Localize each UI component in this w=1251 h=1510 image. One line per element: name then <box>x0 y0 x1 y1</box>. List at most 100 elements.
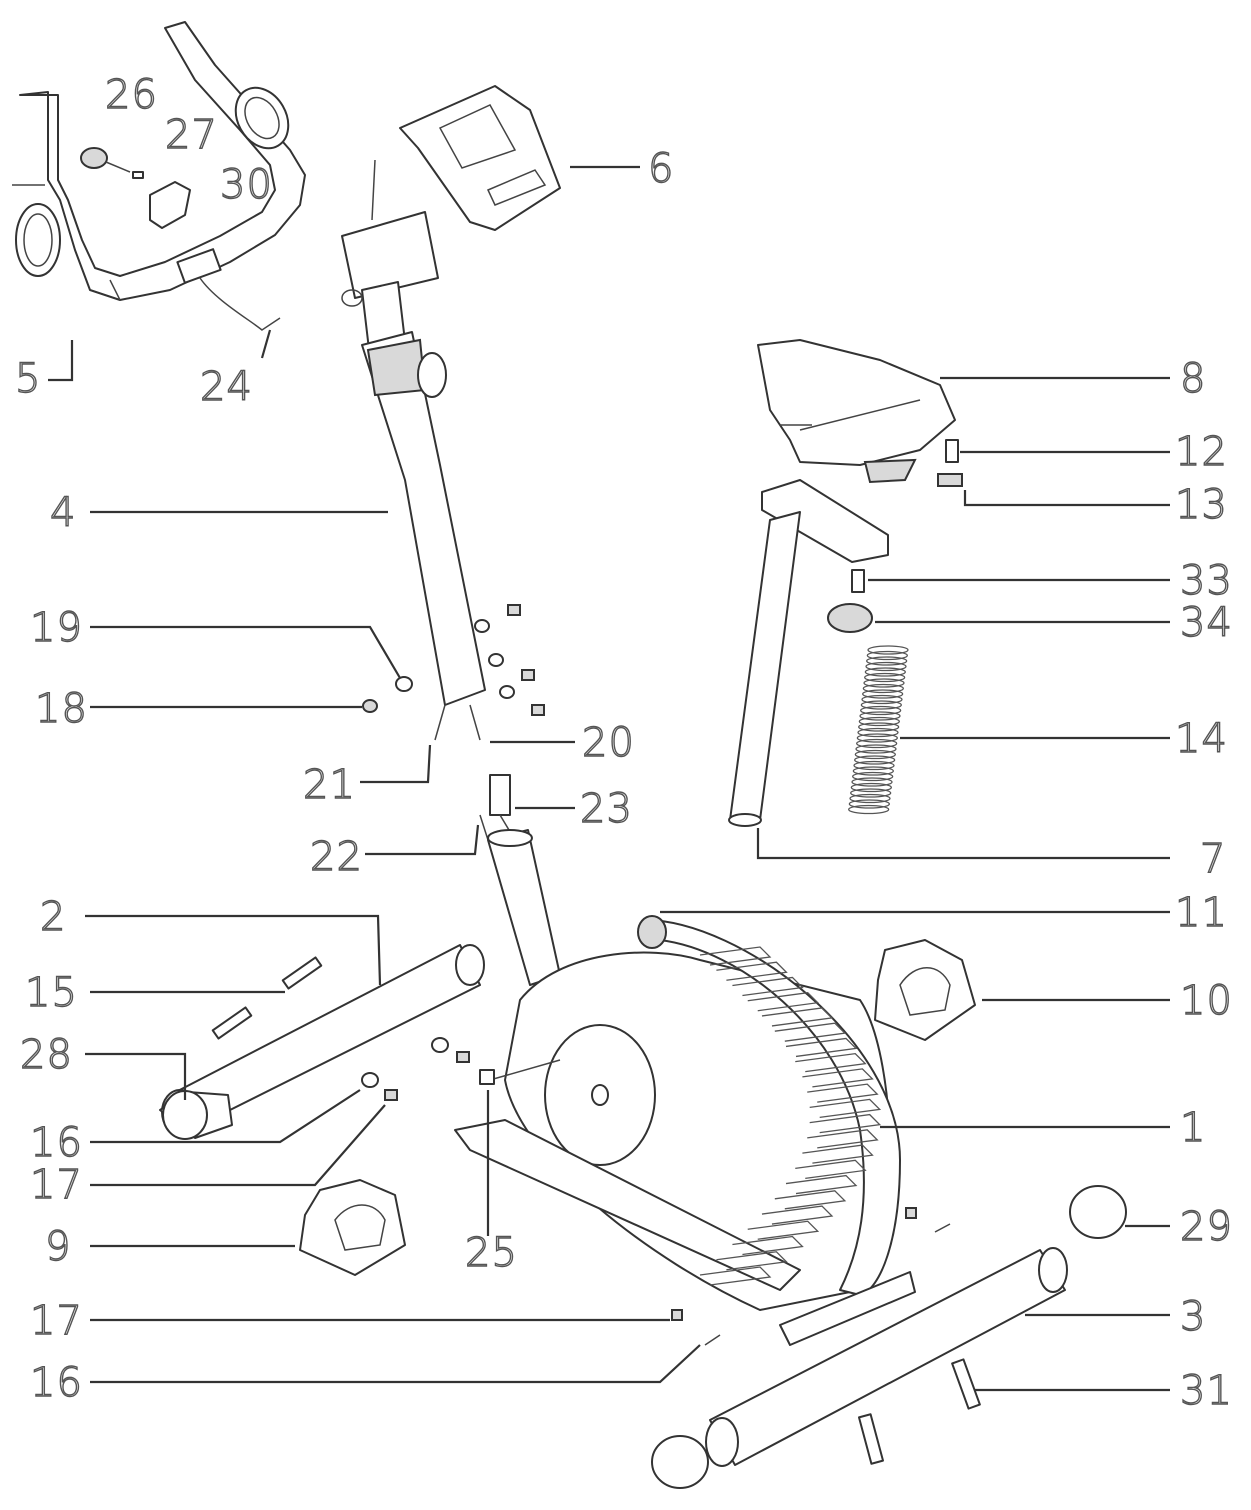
spring-coil <box>850 788 892 798</box>
label-16-lower: 16 <box>30 1360 83 1406</box>
label-13: 13 <box>1175 482 1228 528</box>
louvre-slat <box>809 1098 882 1119</box>
spring-coil <box>863 678 905 688</box>
louvre-slat <box>699 946 772 966</box>
label-2: 2 <box>40 894 66 940</box>
pulse-wire <box>199 277 281 331</box>
spring-coil <box>852 771 894 782</box>
label-17: 17 <box>30 1162 83 1208</box>
handlebar-part <box>12 21 306 301</box>
louvre-slat <box>785 1037 858 1058</box>
part-labels: 26 27 30 6 5 24 8 12 13 4 33 34 19 18 20… <box>14 71 1233 1414</box>
spring-coil <box>854 749 896 760</box>
label-12: 12 <box>1175 429 1228 475</box>
label-15: 15 <box>25 970 78 1016</box>
label-18: 18 <box>35 686 88 732</box>
leader-lines <box>48 165 1170 1392</box>
spring-coil <box>867 645 909 655</box>
spring-coil <box>856 733 898 743</box>
spring-coil <box>860 700 902 710</box>
label-29: 29 <box>1180 1204 1233 1250</box>
label-30: 30 <box>220 162 273 208</box>
spring-coil <box>848 804 890 815</box>
seat-nut <box>937 473 963 487</box>
pedal-left-part <box>299 1179 406 1276</box>
label-26: 26 <box>105 72 158 118</box>
knob-part <box>80 147 191 229</box>
spring-coil <box>855 744 897 754</box>
label-24: 24 <box>200 364 253 410</box>
louvre-slat <box>761 1007 834 1027</box>
cover-louvres <box>699 946 882 1286</box>
label-31: 31 <box>1180 1368 1233 1414</box>
spring-coil <box>850 782 892 793</box>
louvre-slat <box>785 1174 858 1195</box>
seat-bolt <box>945 439 959 463</box>
pedal-right-part <box>874 939 976 1041</box>
spring-coil <box>859 711 901 721</box>
spring-coil <box>862 683 904 694</box>
seat-post-part <box>728 479 889 827</box>
spring-coil <box>865 661 907 672</box>
spring-coil <box>866 650 908 661</box>
label-14: 14 <box>1175 716 1228 762</box>
spring-coil <box>856 738 898 749</box>
label-20: 20 <box>582 720 635 766</box>
front-post-part <box>341 159 486 706</box>
spring-part <box>848 645 909 815</box>
label-23: 23 <box>580 786 633 832</box>
label-3: 3 <box>1180 1294 1206 1340</box>
spacer-33 <box>851 569 865 593</box>
lower-connector-part <box>479 774 513 841</box>
label-7: 7 <box>1200 836 1226 882</box>
front-stabilizer-bolts <box>211 956 470 1101</box>
spring-coil <box>851 777 893 787</box>
spring-coil <box>849 793 891 804</box>
louvre-slat <box>802 1068 874 1088</box>
louvre-slat <box>699 1266 772 1286</box>
label-16: 16 <box>30 1120 83 1166</box>
spring-coil <box>853 760 895 771</box>
label-25: 25 <box>465 1230 518 1276</box>
spring-coil <box>862 689 904 699</box>
louvre-slat <box>795 1159 867 1179</box>
label-8: 8 <box>1180 356 1206 402</box>
louvre-slat <box>774 1022 847 1042</box>
spring-coil <box>858 716 900 727</box>
label-10: 10 <box>1180 978 1233 1024</box>
spring-coil <box>848 799 890 809</box>
louvre-slat <box>716 1251 788 1271</box>
spring-coil <box>858 722 900 732</box>
louvre-slat <box>732 976 804 997</box>
label-4: 4 <box>50 490 76 536</box>
label-6: 6 <box>648 146 674 192</box>
knob-34 <box>827 603 873 633</box>
spring-coil <box>864 667 906 677</box>
louvre-slat <box>807 1129 879 1149</box>
label-17-lower: 17 <box>30 1298 83 1344</box>
louvre-slat <box>807 1083 879 1103</box>
louvre-slat <box>761 1205 834 1225</box>
spring-coil <box>866 656 908 666</box>
label-9: 9 <box>45 1224 71 1270</box>
rear-stabilizer-part <box>651 1185 1127 1489</box>
louvre-slat <box>747 1220 820 1240</box>
label-1: 1 <box>1180 1105 1206 1151</box>
label-5: 5 <box>15 356 41 402</box>
label-33: 33 <box>1180 558 1233 604</box>
label-22: 22 <box>310 834 363 880</box>
spring-coil <box>860 705 902 716</box>
label-19: 19 <box>30 605 83 651</box>
louvre-slat <box>732 1235 804 1256</box>
label-21: 21 <box>303 762 356 808</box>
console-part <box>399 85 561 231</box>
spring-coil <box>861 694 903 705</box>
label-27: 27 <box>165 112 218 158</box>
label-34: 34 <box>1180 600 1233 646</box>
spring-coil <box>864 672 906 683</box>
spring-coil <box>854 755 896 765</box>
louvre-slat <box>716 961 788 981</box>
spring-coil <box>852 766 894 776</box>
